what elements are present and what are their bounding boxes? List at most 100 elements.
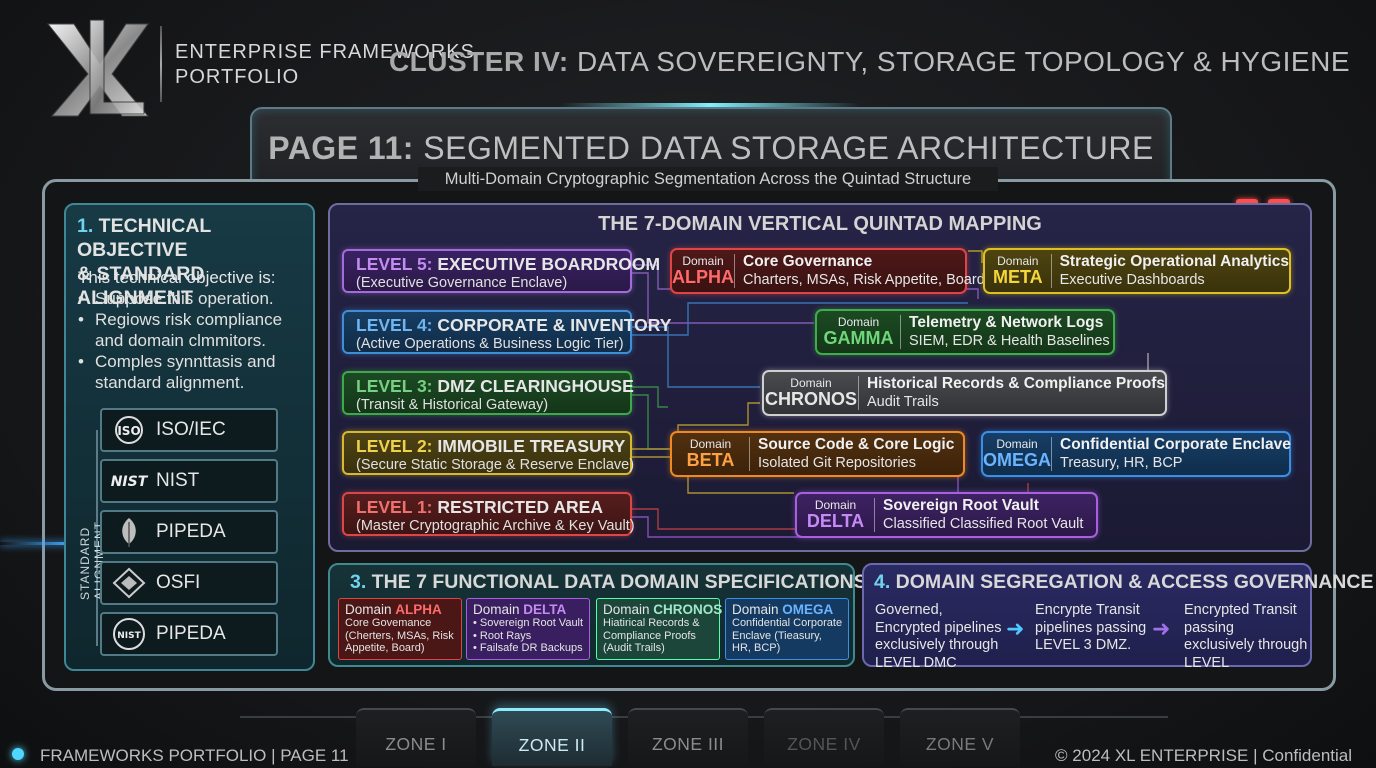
section-title: THE 7 FUNCTIONAL DATA DOMAIN SPECIFICATI… [366,571,867,593]
level-desc: (Master Cryptographic Archive & Key Vaul… [356,518,635,534]
domain-prefix: Domain [682,254,724,268]
level-2-card[interactable]: LEVEL 2: IMMOBILE TREASURY (Secure Stati… [342,431,634,475]
spec-body: Hiatirical Records & Compliance Proofs (… [603,617,700,654]
spec-body: Confidential Corporate Enclave (Tieasury… [732,617,843,654]
level-number: LEVEL 1: [356,497,433,517]
spec-name: OMEGA [782,602,834,617]
nist-seal-icon: NIST [102,617,156,651]
domain-name: META [992,267,1043,287]
domain-title: Strategic Operational Analytics [1059,253,1289,270]
domain-title: Historical Records & Compliance Proofs [866,375,1165,392]
quintad-title: THE 7-DOMAIN VERTICAL QUINTAD MAPPING [598,213,1042,235]
level-name: IMMOBILE TREASURY [432,436,626,456]
level-number: LEVEL 3: [356,376,433,396]
cluster-text: DATA SOVEREIGNTY, STORAGE TOPOLOGY & HYG… [568,46,1350,77]
level-4-card[interactable]: LEVEL 4: CORPORATE & INVENTORY (Active O… [342,310,671,354]
domain-title: Telemetry & Network Logs [909,314,1104,331]
tab-zone-ii[interactable]: ZONE II [492,708,612,766]
cluster-title: CLUSTER IV: DATA SOVEREIGNTY, STORAGE TO… [389,46,1350,78]
status-indicator [1268,199,1290,206]
domain-desc: Executive Dashboards [1059,272,1205,288]
standard-label: NIST [156,470,200,491]
governance-step-2: Encrypte Transit pipelines passing LEVEL… [1035,602,1147,653]
domain-specifications-title: 3. THE 7 FUNCTIONAL DATA DOMAIN SPECIFIC… [350,571,867,594]
domain-desc: Audit Trails [866,394,939,410]
level-1-card[interactable]: LEVEL 1: RESTRICTED AREA (Master Cryptog… [342,492,635,536]
level-desc: (Active Operations & Business Logic Tier… [356,336,624,352]
spec-delta[interactable]: Domain DELTA Sovereign Root Vault Root R… [466,598,590,660]
footer-left: FRAMEWORKS PORTFOLIO | PAGE 11 [40,746,349,765]
leaf-icon [102,516,156,548]
cluster-prefix: CLUSTER IV: [388,46,569,77]
section-title: DOMAIN SEGREGATION & ACCESS GOVERNANCE [890,571,1374,593]
subtitle-wrap: Multi-Domain Cryptographic Segmentation … [418,167,998,191]
osfi-icon [102,567,156,599]
access-governance-panel [862,563,1312,667]
level-5-card[interactable]: LEVEL 5: EXECUTIVE BOARDROOM (Executive … [342,249,660,293]
objective-bullet: Comples synnttasis and standard alignmen… [78,351,310,393]
level-3-card[interactable]: LEVEL 3: DMZ CLEARINGHOUSE (Transit & Hi… [342,371,634,415]
title-glow [560,103,860,107]
status-indicator [1236,199,1258,206]
domain-desc: Classified Classified Root Vault [883,516,1084,532]
domain-title: Confidential Corporate Enclave [1060,436,1291,453]
objective-bullets: Suppose this operation. Regiows risk com… [78,288,310,393]
title-line1: TECHNICAL OBJECTIVE [77,215,211,261]
section-number: 3. [350,571,367,593]
domain-title: Source Code & Core Logic [758,436,955,453]
domain-prefix: Domain [997,254,1039,268]
nist-icon: NIST [102,471,156,491]
level-name: EXECUTIVE BOARDROOM [432,254,661,274]
svg-text:ISO: ISO [117,424,140,438]
standard-iso[interactable]: ISO ISO/IEC [100,408,278,452]
standard-pipeda[interactable]: PIPEDA [100,510,278,554]
section-number: 4. [874,571,891,593]
domain-name: DELTA [806,511,865,531]
level-number: LEVEL 2: [356,436,433,456]
domain-name: ALPHA [672,267,734,287]
spec-name: CHRONOS [653,602,723,617]
spec-prefix: Domain [345,602,396,617]
objective-intro: This technical objective is: [78,268,276,287]
status-dot-icon [12,748,24,760]
domain-prefix: Domain [790,376,832,390]
logo-divider [160,26,162,102]
spec-item: Root Rays [473,630,584,643]
tab-zone-i[interactable]: ZONE I [356,708,476,766]
domain-prefix: Domain [814,498,857,512]
spec-prefix: Domain [732,602,783,617]
tab-zone-iv[interactable]: ZONE IV [764,708,884,766]
domain-desc: Treasury, HR, BCP [1060,455,1183,471]
spec-prefix: Domain [473,602,524,617]
spec-name: ALPHA [395,602,442,617]
spec-name: DELTA [523,602,567,617]
spec-omega[interactable]: Domain OMEGA Confidential Corporate Encl… [725,598,849,660]
domain-prefix: Domain [837,315,880,329]
tab-zone-iii[interactable]: ZONE III [628,708,748,766]
standard-osfi[interactable]: OSFI [100,561,278,605]
page-title-text: SEGMENTED DATA STORAGE ARCHITECTURE [413,130,1154,166]
domain-desc: Charters, MSAs, Risk Appetite, Board [743,272,985,288]
standard-nist[interactable]: NIST NIST [100,459,278,503]
standard-pipeda-2[interactable]: NIST PIPEDA [100,612,278,656]
spec-alpha[interactable]: Domain ALPHA Core Govemance (Cherters, M… [338,598,462,660]
access-governance-title: 4. DOMAIN SEGREGATION & ACCESS GOVERNANC… [874,571,1373,594]
domain-desc: Isolated Git Repositories [758,455,916,471]
tab-zone-v[interactable]: ZONE V [900,708,1020,766]
spec-chronos[interactable]: Domain CHRONOS Hiatirical Records & Comp… [596,598,723,660]
page-title-prefix: PAGE 11: [268,130,414,166]
arrow-right-icon: ➜ [1006,616,1025,641]
level-number: LEVEL 4: [356,315,433,335]
level-name: DMZ CLEARINGHOUSE [432,376,634,396]
brand-line2: PORTFOLIO [175,66,300,88]
svg-text:NIST: NIST [117,631,141,641]
governance-step-1: Governed, Encrypted pipelines exclusivel… [875,602,1002,671]
standard-label: PIPEDA [156,521,226,542]
